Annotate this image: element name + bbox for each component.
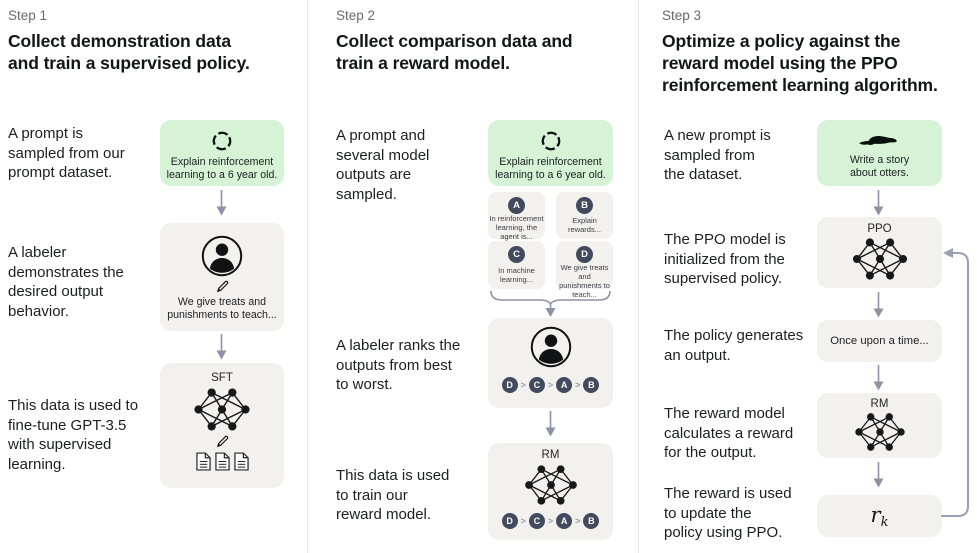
output-text: Explain rewards...	[568, 216, 601, 234]
rank-separator: >	[547, 380, 554, 390]
step3-annotation-reward: The reward model calculates a reward for…	[664, 405, 794, 461]
pencil-icon	[215, 434, 230, 449]
step1-annotation-data: This data is used to fine-tune GPT-3.5 w…	[8, 397, 139, 473]
step3-output-text: Once upon a time...	[830, 334, 929, 347]
step1-label: Step 1	[8, 8, 48, 23]
step1-sft-box: SFT	[160, 363, 284, 488]
loop-arrow-icon	[941, 248, 969, 517]
cycle-icon	[210, 129, 234, 153]
step2-annotation-data: This data is used to train our reward mo…	[336, 467, 450, 523]
output-box-b: B Explain rewards...	[556, 192, 613, 239]
network-icon	[522, 463, 580, 507]
arrow-down-icon	[216, 190, 227, 216]
rm-label: RM	[541, 449, 560, 461]
network-icon	[191, 386, 253, 433]
output-text: We give treats and punishments to teach.…	[559, 263, 610, 299]
step1-prompt-text: Explain reinforcement learning to a 6 ye…	[166, 156, 278, 181]
cycle-icon	[539, 129, 563, 153]
documents-icon	[195, 452, 249, 471]
rank-chip: B	[583, 377, 600, 393]
step3-reward-box: rk	[817, 495, 942, 537]
network-icon	[852, 411, 908, 453]
pencil-icon	[215, 279, 230, 294]
output-text: In machine learning...	[498, 265, 535, 284]
rank-chip: C	[528, 377, 545, 393]
step3-label: Step 3	[662, 8, 702, 23]
step1-prompt-box: Explain reinforcement learning to a 6 ye…	[160, 120, 284, 186]
step1-labeler-box: We give treats and punishments to teach.…	[160, 223, 284, 331]
output-letter: A	[508, 197, 525, 214]
network-icon	[849, 236, 911, 282]
step2-ranking-box: D > C > A > B	[488, 318, 613, 408]
step3-annotation-output: The policy generates an output.	[664, 327, 804, 364]
brace-arrow-icon	[490, 291, 611, 317]
rank-separator: >	[520, 516, 526, 526]
arrow-down-icon	[873, 365, 884, 391]
step1-annotation-prompt: A prompt is sampled from our prompt data…	[8, 125, 125, 181]
step2-rm-box: RM D > C > A	[488, 443, 613, 540]
step3-rm-box: RM	[817, 393, 942, 458]
output-text: In reinforcement learning, the agent is.…	[489, 214, 544, 241]
reward-value: rk	[870, 502, 889, 530]
sft-label: SFT	[211, 372, 233, 384]
arrow-down-icon	[873, 462, 884, 488]
step2-label: Step 2	[336, 8, 376, 23]
output-box-a: A In reinforcement learning, the agent i…	[488, 192, 545, 241]
step3-ppo-box: PPO	[817, 217, 942, 288]
step3-prompt-box: Write a story about otters.	[817, 120, 942, 186]
rank-separator: >	[520, 380, 526, 390]
column-divider	[638, 0, 639, 553]
rank-chip: B	[583, 513, 600, 529]
ranking-chips: D > C > A > B	[501, 377, 600, 393]
step1-heading: Collect demonstration data and train a s…	[8, 31, 250, 73]
ppo-label: PPO	[867, 223, 892, 235]
rm-label: RM	[870, 398, 889, 410]
step3-heading: Optimize a policy against the reward mod…	[662, 31, 938, 95]
step1-annotation-labeler: A labeler demonstrates the desired outpu…	[8, 244, 124, 320]
otter-icon	[857, 130, 903, 150]
rank-chip: A	[556, 513, 573, 529]
step3-prompt-text: Write a story about otters.	[849, 154, 910, 179]
output-box-c: C In machine learning...	[488, 241, 545, 289]
output-letter: B	[576, 197, 593, 214]
person-icon	[530, 326, 572, 368]
step3-output-box: Once upon a time...	[817, 320, 942, 362]
rank-separator: >	[575, 380, 581, 390]
output-box-d: D We give treats and punishments to teac…	[556, 241, 613, 299]
rank-chip: D	[501, 377, 518, 393]
column-divider	[307, 0, 308, 553]
arrow-down-icon	[873, 292, 884, 318]
rank-chip: A	[556, 377, 573, 393]
rank-chip: D	[501, 513, 518, 529]
step2-heading: Collect comparison data and train a rewa…	[336, 31, 573, 73]
step1-labeler-caption: We give treats and punishments to teach.…	[167, 296, 277, 321]
step2-annotation-prompt: A prompt and several model outputs are s…	[336, 127, 430, 203]
step3-annotation-prompt: A new prompt is sampled from the dataset…	[664, 127, 771, 183]
rank-separator: >	[547, 516, 554, 526]
step2-prompt-text: Explain reinforcement learning to a 6 ye…	[495, 156, 606, 181]
step3-annotation-update: The reward is used to update the policy …	[664, 485, 792, 541]
step3-annotation-ppo: The PPO model is initialized from the su…	[664, 231, 786, 287]
rank-separator: >	[575, 516, 581, 526]
arrow-down-icon	[216, 334, 227, 360]
output-letter: C	[508, 246, 525, 263]
step2-annotation-labeler: A labeler ranks the outputs from best to…	[336, 337, 461, 393]
person-icon	[201, 235, 243, 277]
arrow-down-icon	[545, 411, 556, 437]
rank-chip: C	[528, 513, 545, 529]
ranking-chips: D > C > A > B	[501, 513, 600, 529]
arrow-down-icon	[873, 190, 884, 216]
step2-prompt-box: Explain reinforcement learning to a 6 ye…	[488, 120, 613, 186]
output-letter: D	[576, 246, 593, 263]
